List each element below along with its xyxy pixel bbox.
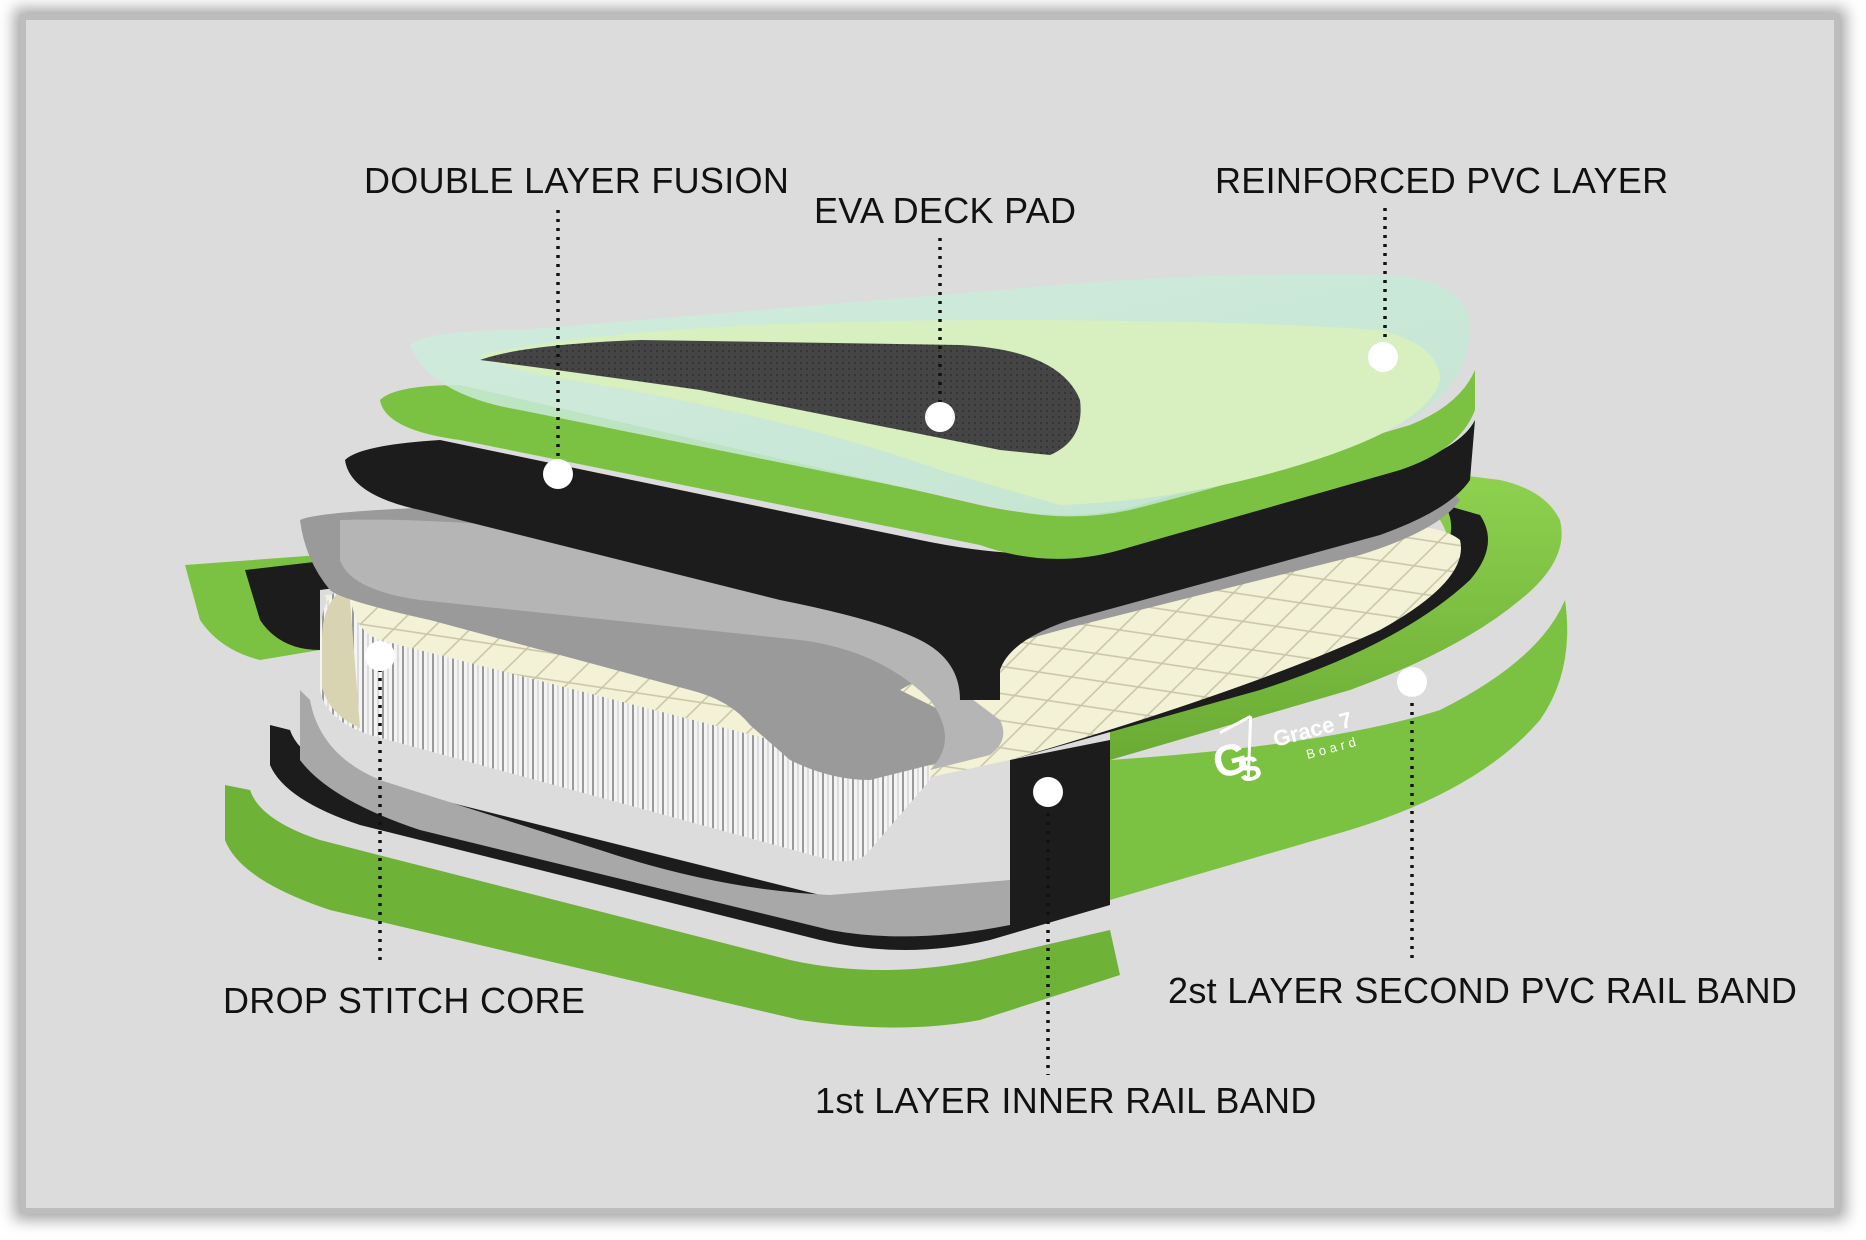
bottom-black-layer bbox=[270, 725, 1110, 950]
upper-black-layer bbox=[345, 420, 1475, 700]
lower-grey-layer bbox=[300, 690, 1010, 937]
marker-dots bbox=[365, 342, 1427, 807]
label-double-layer-fusion: DOUBLE LAYER FUSION bbox=[364, 160, 790, 201]
drop-stitch-core-front bbox=[320, 585, 930, 862]
core-front-edge bbox=[322, 582, 360, 728]
marker-first-rail-band bbox=[1033, 777, 1063, 807]
label-eva-deck-pad: EVA DECK PAD bbox=[814, 190, 1077, 231]
rail-band-front-green bbox=[1110, 600, 1568, 900]
label-first-rail-band: 1st LAYER INNER RAIL BAND bbox=[815, 1080, 1317, 1121]
marker-second-rail-band bbox=[1397, 667, 1427, 697]
label-drop-stitch-core: DROP STITCH CORE bbox=[223, 980, 586, 1021]
bottom-green-shell bbox=[225, 785, 1120, 1028]
leader-lines bbox=[378, 208, 1414, 1075]
label-second-rail-band: 2st LAYER SECOND PVC RAIL BAND bbox=[1168, 970, 1798, 1011]
label-reinforced-pvc-layer: REINFORCED PVC LAYER bbox=[1215, 160, 1669, 201]
marker-drop-stitch-core bbox=[365, 641, 395, 671]
rail-band-black bbox=[1010, 740, 1110, 925]
marker-reinforced-pvc bbox=[1368, 342, 1398, 372]
marker-eva-deck-pad bbox=[925, 402, 955, 432]
marker-double-layer-fusion bbox=[543, 459, 573, 489]
top-green-shell bbox=[380, 370, 1475, 559]
